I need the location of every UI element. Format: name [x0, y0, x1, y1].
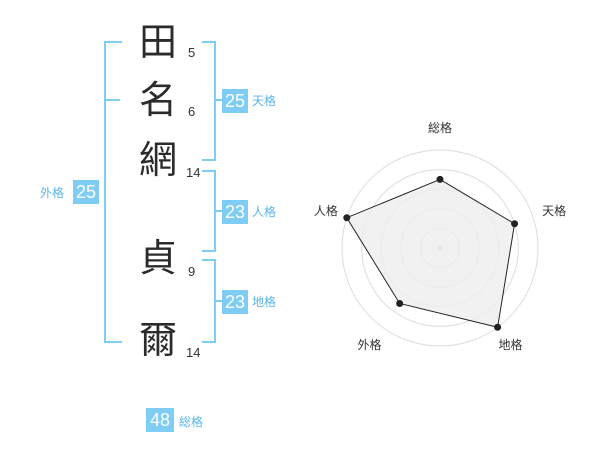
- name-char-2: 名: [138, 78, 177, 122]
- tenkaku-value: 25: [222, 89, 248, 113]
- jinkaku-value: 23: [222, 200, 248, 224]
- radar-point-1: [436, 175, 444, 183]
- radar-axis-label-5: 人格: [314, 203, 338, 218]
- radar-point-2: [511, 220, 519, 228]
- jinkaku-label: 人格: [252, 205, 277, 219]
- radar-axis-label-1: 総格: [428, 120, 452, 135]
- name-char-1: 田: [138, 20, 177, 64]
- stroke-count-2: 6: [188, 104, 196, 119]
- tenkaku-label: 天格: [252, 94, 277, 108]
- stroke-count-1: 5: [188, 45, 196, 60]
- gaikaku-bracket-tick: [104, 99, 120, 101]
- radar-points: [343, 175, 519, 331]
- jinkaku-connector: [214, 210, 222, 212]
- radar-point-5: [343, 214, 351, 222]
- chikaku-connector: [214, 300, 222, 302]
- stroke-count-5: 14: [186, 345, 201, 360]
- radar-axis-label-3: 地格: [499, 337, 523, 352]
- radar-ring: [341, 149, 539, 347]
- radar-point-4: [396, 299, 404, 307]
- tenkaku-connector: [214, 99, 222, 101]
- stroke-count-3: 14: [186, 165, 201, 180]
- soukaku-value: 48: [146, 408, 174, 432]
- name-char-4: 貞: [138, 236, 177, 280]
- name-char-3: 網: [138, 138, 177, 182]
- name-char-5: 爾: [138, 318, 177, 362]
- chikaku-label: 地格: [252, 295, 277, 309]
- gaikaku-value: 25: [73, 180, 99, 204]
- stroke-count-4: 9: [188, 264, 196, 279]
- radar-ring: [361, 169, 519, 327]
- radar-point-3: [494, 323, 502, 331]
- radar-axis-label-2: 天格: [542, 203, 566, 218]
- radar-axis-label-4: 外格: [357, 337, 381, 352]
- soukaku-label: 総格: [179, 415, 204, 429]
- chikaku-value: 23: [222, 290, 248, 314]
- radar-data-polygon: [346, 178, 516, 328]
- gaikaku-label: 外格: [40, 186, 65, 200]
- gaikaku-bracket: [104, 41, 122, 343]
- tenkaku-bracket: [202, 41, 216, 161]
